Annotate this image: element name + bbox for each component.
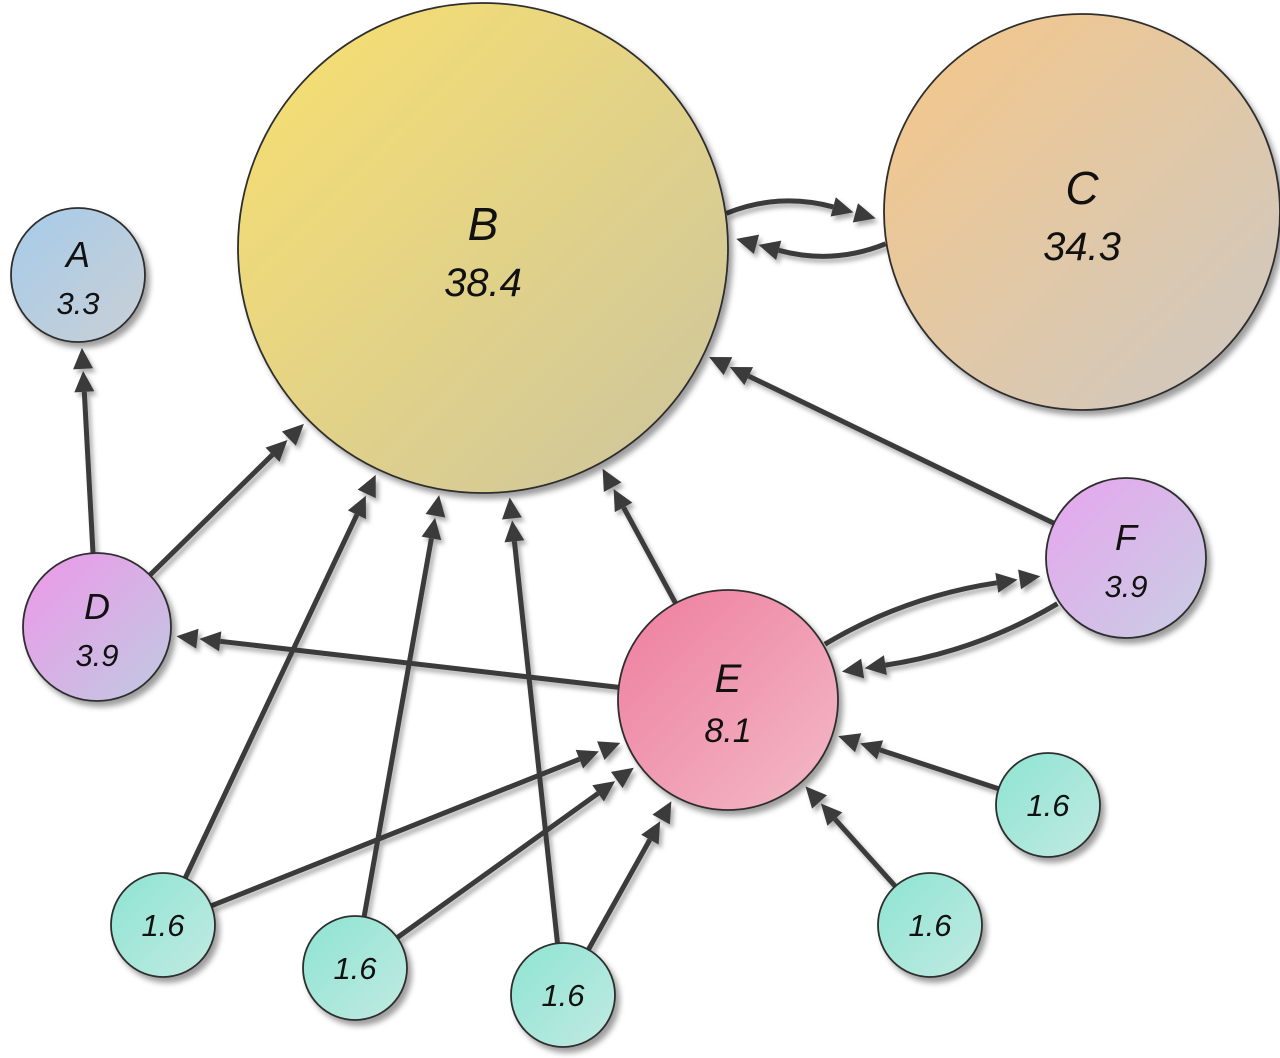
edge-E-to-F xyxy=(823,569,1041,647)
node-C-value: 34.3 xyxy=(1043,225,1121,269)
edge-E-to-B xyxy=(602,468,678,605)
node-small-2-value: 1.6 xyxy=(333,951,377,986)
node-small-3-circle xyxy=(510,942,616,1048)
node-small-1-value: 1.6 xyxy=(141,908,185,943)
node-E-label: E xyxy=(715,657,743,701)
node-small-3-value: 1.6 xyxy=(541,978,585,1013)
edge-D-to-B xyxy=(148,423,304,577)
node-F-circle xyxy=(1045,477,1207,639)
node-small-1: 1.6 xyxy=(110,872,216,978)
edge-F-to-B xyxy=(709,356,1055,526)
node-E: E 8.1 xyxy=(617,589,839,811)
node-A-value: 3.3 xyxy=(56,286,99,321)
node-D-value: 3.9 xyxy=(75,638,118,673)
edge-small-2-to-B xyxy=(361,495,446,918)
edge-small-3-to-B xyxy=(502,497,560,944)
edge-F-to-E xyxy=(841,601,1059,679)
edge-small-5-to-E xyxy=(838,733,1000,792)
edge-small-1-to-B xyxy=(182,474,376,880)
node-small-3: 1.6 xyxy=(510,942,616,1048)
edge-small-2-to-E xyxy=(395,767,634,940)
node-D-circle xyxy=(22,552,172,702)
nodes-layer: A 3.3 B 38.4 C 34.3D 3.9E 8.1 F 3.9 1.6 1.6 1.6 1.6 1.… xyxy=(10,2,1280,1048)
edge-E-to-D xyxy=(176,628,619,690)
node-small-4-value: 1.6 xyxy=(908,908,952,943)
edges-layer xyxy=(73,197,1059,951)
node-small-2: 1.6 xyxy=(302,915,408,1021)
node-B: B 38.4 xyxy=(237,2,729,494)
node-C-circle xyxy=(883,13,1280,411)
node-D-label: D xyxy=(84,586,110,627)
node-F-label: F xyxy=(1115,517,1139,558)
edge-small-1-to-E xyxy=(210,741,621,909)
node-E-value: 8.1 xyxy=(704,712,751,750)
edge-small-3-to-E xyxy=(586,801,672,951)
node-C: C 34.3 xyxy=(883,13,1280,411)
node-small-5-value: 1.6 xyxy=(1026,788,1070,823)
node-D: D 3.9 xyxy=(22,552,172,702)
edge-B-to-C xyxy=(725,197,876,223)
node-A: A 3.3 xyxy=(10,207,146,343)
node-small-1-circle xyxy=(110,872,216,978)
node-E-circle xyxy=(617,589,839,811)
node-F: F 3.9 xyxy=(1045,477,1207,639)
edge-C-to-B xyxy=(736,234,887,260)
node-small-2-circle xyxy=(302,915,408,1021)
node-small-5: 1.6 xyxy=(995,752,1101,858)
node-small-5-circle xyxy=(995,752,1101,858)
edge-D-to-A xyxy=(73,347,96,554)
node-C-label: C xyxy=(1065,162,1099,214)
node-A-label: A xyxy=(64,234,90,275)
node-B-circle xyxy=(237,2,729,494)
node-small-4: 1.6 xyxy=(877,872,983,978)
node-B-value: 38.4 xyxy=(444,261,522,305)
node-small-4-circle xyxy=(877,872,983,978)
node-B-label: B xyxy=(468,198,499,250)
node-A-circle xyxy=(10,207,146,343)
node-F-value: 3.9 xyxy=(1104,569,1147,604)
edge-small-4-to-E xyxy=(805,786,898,888)
